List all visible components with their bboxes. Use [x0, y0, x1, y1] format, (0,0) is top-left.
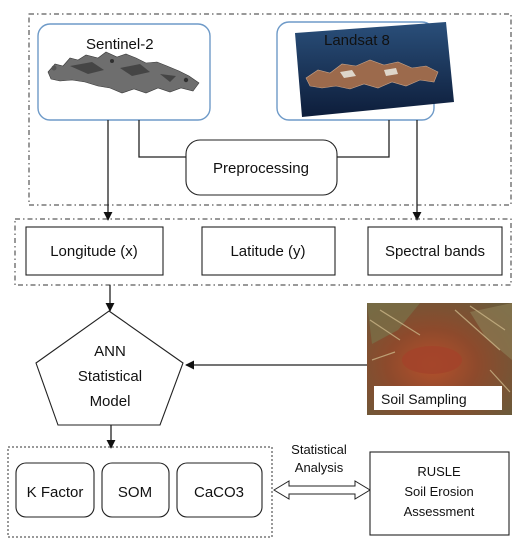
- double-headed-arrow: [273, 480, 371, 500]
- som-box: [101, 462, 170, 518]
- ann-model-line-1: ANN: [94, 343, 126, 360]
- latitude-box: [201, 226, 336, 276]
- landsat-crete-image: [305, 59, 439, 90]
- statistical-analysis-line-2: Analysis: [295, 460, 344, 475]
- sentinel-label: Sentinel-2: [86, 36, 154, 53]
- landsat-label: Landsat 8: [324, 32, 390, 49]
- preprocessing-box: [185, 139, 338, 196]
- longitude-label: Longitude (x): [50, 243, 138, 260]
- sentinel-to-preprocessing-connector: [138, 120, 186, 158]
- ann-model-pentagon: [35, 310, 184, 426]
- landsat-to-preprocessing-connector: [337, 120, 390, 158]
- spectral-bands-box: [367, 226, 503, 276]
- k-factor-label: K Factor: [27, 484, 84, 501]
- rusle-line-3: Assessment: [404, 504, 475, 519]
- soil-sampling-photo: Soil Sampling: [367, 303, 512, 415]
- statistical-analysis-line-1: Statistical: [291, 442, 347, 457]
- landsat-image-box: Landsat 8: [276, 21, 454, 121]
- sentinel-crete-image: [47, 51, 200, 94]
- longitude-box: [25, 226, 164, 276]
- k-factor-box: [15, 462, 95, 518]
- soil-properties-group: [7, 446, 273, 538]
- caco3-label: CaCO3: [194, 484, 244, 501]
- rusle-line-1: RUSLE: [417, 464, 461, 479]
- soil-sampling-label: Soil Sampling: [381, 391, 467, 407]
- spectral-bands-label: Spectral bands: [385, 243, 485, 260]
- rusle-line-2: Soil Erosion: [404, 484, 473, 499]
- ann-model-line-3: Model: [90, 393, 131, 410]
- rusle-box: [369, 451, 510, 536]
- input-variables-group: [14, 218, 512, 286]
- caco3-box: [176, 462, 263, 518]
- som-label: SOM: [118, 484, 152, 501]
- satellite-data-group: [28, 13, 512, 206]
- latitude-label: Latitude (y): [230, 243, 305, 260]
- sentinel-image-box: Sentinel-2: [37, 23, 211, 121]
- preprocessing-label: Preprocessing: [213, 160, 309, 177]
- ann-model-line-2: Statistical: [78, 368, 142, 385]
